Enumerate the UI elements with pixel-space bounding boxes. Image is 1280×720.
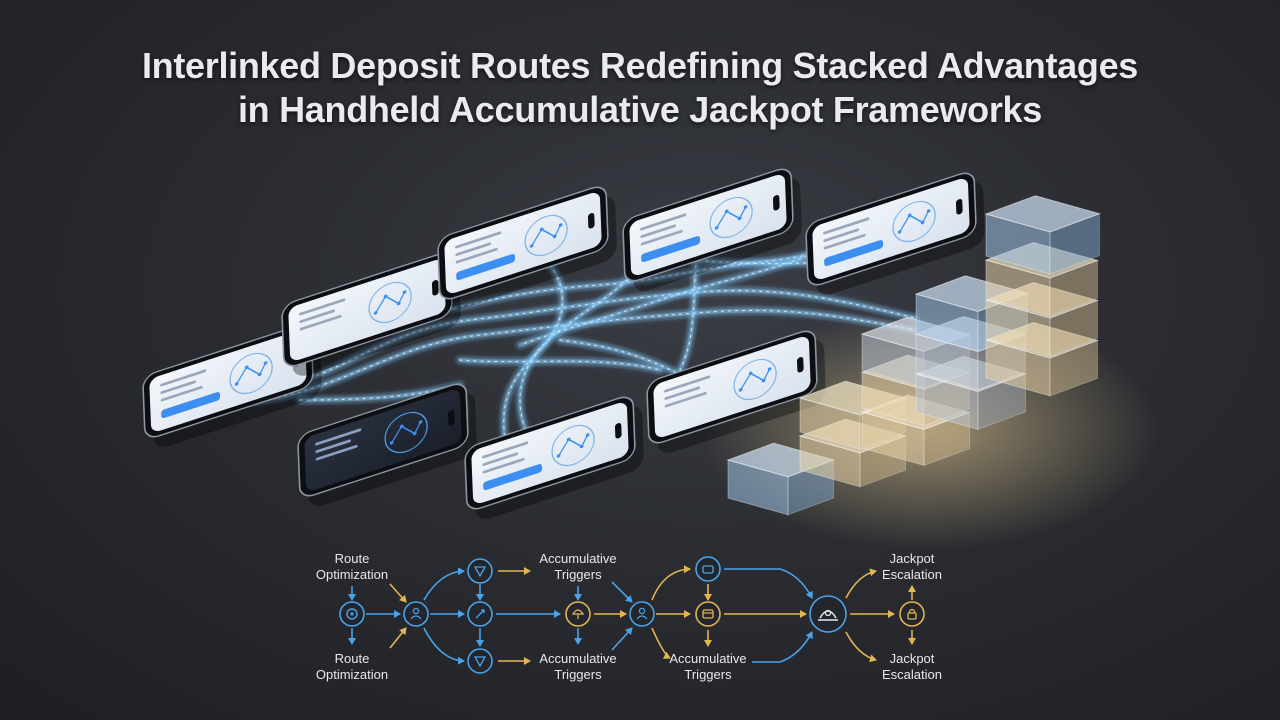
screen-text-line (160, 369, 207, 387)
stacked-block (984, 195, 1102, 275)
phone (437, 186, 617, 309)
accumulative-triggers-top-2: Triggers (554, 567, 602, 582)
screen-button (456, 254, 516, 281)
screen-text-line (823, 233, 866, 250)
phone (805, 172, 985, 295)
phone (464, 396, 644, 519)
screen-route-path (531, 224, 562, 247)
title-line-2: in Handheld Accumulative Jackpot Framewo… (237, 89, 1042, 130)
phone (297, 383, 477, 506)
screen-text-line (640, 224, 677, 239)
screen-text-line (455, 242, 492, 257)
user-node-icon (403, 601, 429, 627)
card-icon (695, 601, 721, 627)
screen-text-line (482, 452, 519, 467)
stream-sparkle (519, 249, 821, 346)
accumulative-triggers-lower-1: Accumulative (669, 651, 746, 666)
jackpot-escalation-bottom-1: Jackpot (890, 651, 935, 666)
mushroom-icon (565, 601, 591, 627)
target-icon (339, 601, 365, 627)
screen-text-line (160, 385, 203, 402)
screen-button (824, 240, 884, 267)
stream-band (248, 288, 917, 397)
screen-route-path (740, 368, 771, 391)
stream-sparkle (503, 254, 564, 441)
screen-route-path (716, 206, 747, 229)
screen-text-line (640, 213, 687, 231)
screen-route-graphic (733, 358, 777, 401)
screen-route-graphic (551, 424, 595, 467)
shield-icon (467, 558, 493, 584)
lock-icon (899, 601, 925, 627)
screen-text-line (455, 247, 498, 264)
page-title: Interlinked Deposit Routes Redefining St… (0, 44, 1280, 132)
route-optimization-top-2: Optimization (316, 567, 388, 582)
screen-button (483, 464, 543, 491)
screen-text-line (823, 217, 870, 235)
route-optimization-bottom-1: Route (335, 651, 370, 666)
screen-text-line (299, 298, 346, 316)
jackpot-escalation-top-2: Escalation (882, 567, 942, 582)
phone (622, 168, 802, 291)
screen-text-line (299, 314, 342, 331)
jackpot-escalation-bottom-2: Escalation (882, 667, 942, 682)
phone (646, 330, 826, 453)
screen-text-line (664, 386, 701, 401)
screen-text-line (664, 391, 707, 408)
shield-icon (467, 648, 493, 674)
stream-sparkle (559, 339, 691, 381)
route-optimization-top-1: Route (335, 551, 370, 566)
screen-text-line (455, 231, 502, 249)
screen-route-path (391, 421, 422, 444)
stacked-block (984, 321, 1100, 397)
screen-text-line (299, 309, 336, 324)
screen-text-line (315, 428, 362, 446)
screen-text-line (160, 380, 197, 395)
screen-route-graphic (709, 196, 753, 239)
stacked-advantage-blocks (726, 195, 1102, 516)
screen-text-line (482, 457, 525, 474)
screen-text-line (823, 228, 860, 243)
screen-route-path (558, 434, 589, 457)
screen-route-graphic (368, 281, 412, 324)
accumulative-triggers-top-1: Accumulative (539, 551, 616, 566)
screen-route-graphic (384, 411, 428, 454)
stream-sparkle (459, 359, 661, 371)
accumulative-triggers-bottom-1: Accumulative (539, 651, 616, 666)
screen-text-line (315, 439, 352, 454)
screen-route-graphic (524, 214, 568, 257)
stream-sparkle (649, 254, 831, 265)
screen-text-line (640, 229, 683, 246)
screen-route-graphic (229, 352, 273, 395)
screen-route-graphic (892, 200, 936, 243)
person-icon (629, 601, 655, 627)
wallet-icon (695, 556, 721, 582)
screen-route-path (375, 291, 406, 314)
vault-icon (809, 595, 847, 633)
phone (142, 324, 322, 447)
rocket-icon (467, 601, 493, 627)
title-line-1: Interlinked Deposit Routes Redefining St… (141, 45, 1139, 86)
phone (281, 253, 461, 376)
flow-connectors (348, 565, 916, 665)
screen-button (161, 392, 221, 419)
route-optimization-bottom-2: Optimization (316, 667, 388, 682)
screen-route-path (899, 210, 930, 233)
screen-route-path (236, 362, 267, 385)
jackpot-escalation-top-1: Jackpot (890, 551, 935, 566)
deposit-route-streams (245, 233, 920, 445)
accumulative-triggers-lower-2: Triggers (684, 667, 732, 682)
screen-text-line (664, 375, 711, 393)
screen-text-line (482, 441, 529, 459)
stream-sparkle (399, 244, 861, 321)
screen-button (641, 236, 701, 263)
screen-text-line (315, 444, 358, 461)
accumulative-triggers-bottom-2: Triggers (554, 667, 602, 682)
